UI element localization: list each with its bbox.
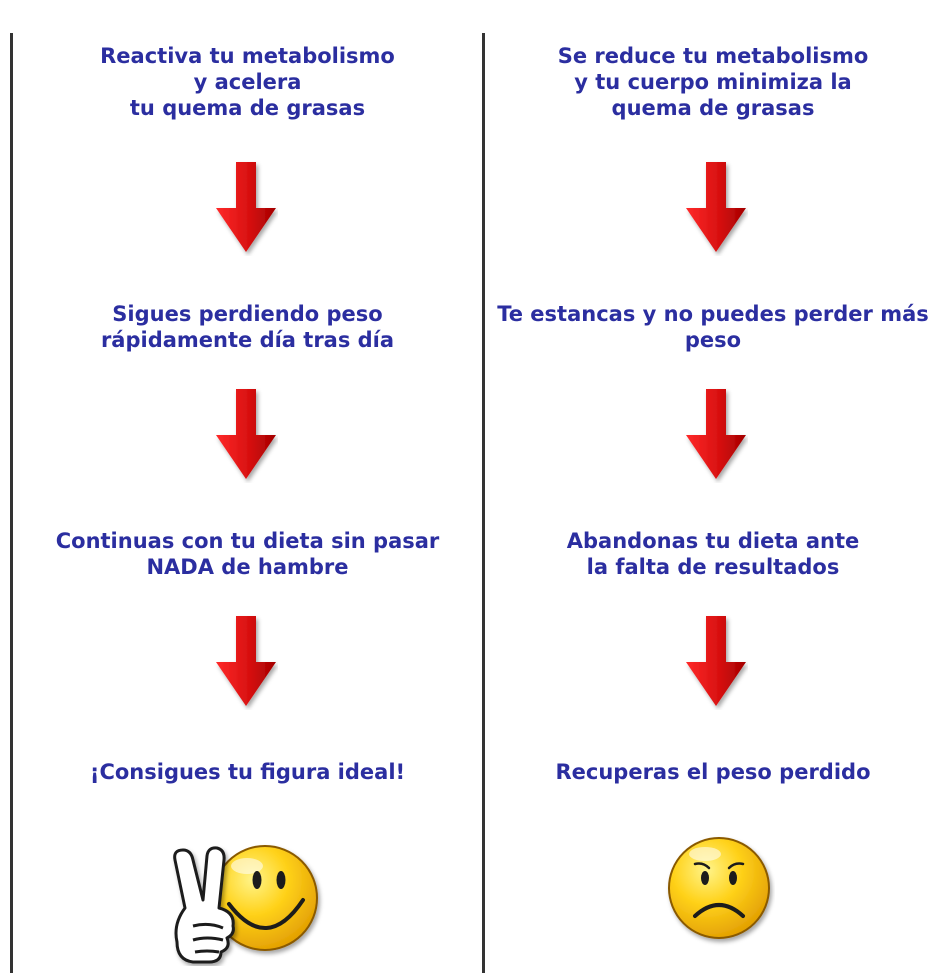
- left-step-1-line-3: tu quema de grasas: [129, 96, 366, 120]
- left-step-1: Reactiva tu metabolismo y acelera tu que…: [13, 43, 482, 121]
- left-step-3-line-1: Continuas con tu dieta sin pasar: [55, 529, 440, 553]
- left-step-2-line-1: Sigues perdiendo peso: [112, 302, 383, 326]
- left-step-2: Sigues perdiendo peso rápidamente día tr…: [13, 301, 482, 353]
- right-step-1-line-3: quema de grasas: [611, 96, 815, 120]
- down-arrow-icon: [216, 616, 276, 706]
- right-step-4-line-1: Recuperas el peso perdido: [555, 760, 871, 784]
- right-step-2-line-2: peso: [684, 328, 742, 352]
- down-arrow-icon: [686, 616, 746, 706]
- left-step-1-line-1: Reactiva tu metabolismo: [100, 44, 395, 68]
- sad-smiley-icon: [668, 837, 770, 939]
- left-step-3: Continuas con tu dieta sin pasar NADA de…: [13, 528, 482, 580]
- left-step-3-line-2: NADA de hambre: [146, 555, 349, 579]
- right-column: Se reduce tu metabolismo y tu cuerpo min…: [485, 0, 941, 973]
- happy-smiley-peace-sign-icon: [173, 845, 318, 964]
- down-arrow-icon: [216, 162, 276, 252]
- right-step-3: Abandonas tu dieta ante la falta de resu…: [485, 528, 941, 580]
- left-step-4: ¡Consigues tu figura ideal!: [13, 759, 482, 785]
- left-divider-line: [10, 33, 13, 973]
- left-step-4-line-1: ¡Consigues tu figura ideal!: [89, 760, 406, 784]
- right-step-2: Te estancas y no puedes perder más peso: [485, 301, 941, 353]
- left-column: Reactiva tu metabolismo y acelera tu que…: [13, 0, 482, 973]
- right-step-2-line-1: Te estancas y no puedes perder más: [497, 302, 929, 326]
- down-arrow-icon: [686, 389, 746, 479]
- right-step-1-line-2: y tu cuerpo minimiza la: [574, 70, 852, 94]
- left-step-2-line-2: rápidamente día tras día: [100, 328, 395, 352]
- right-step-3-line-2: la falta de resultados: [586, 555, 840, 579]
- down-arrow-icon: [686, 162, 746, 252]
- right-step-1: Se reduce tu metabolismo y tu cuerpo min…: [485, 43, 941, 121]
- down-arrow-icon: [216, 389, 276, 479]
- left-step-1-line-2: y acelera: [193, 70, 302, 94]
- center-divider-line: [482, 33, 485, 973]
- right-step-4: Recuperas el peso perdido: [485, 759, 941, 785]
- right-step-1-line-1: Se reduce tu metabolismo: [557, 44, 869, 68]
- right-step-3-line-1: Abandonas tu dieta ante: [566, 529, 860, 553]
